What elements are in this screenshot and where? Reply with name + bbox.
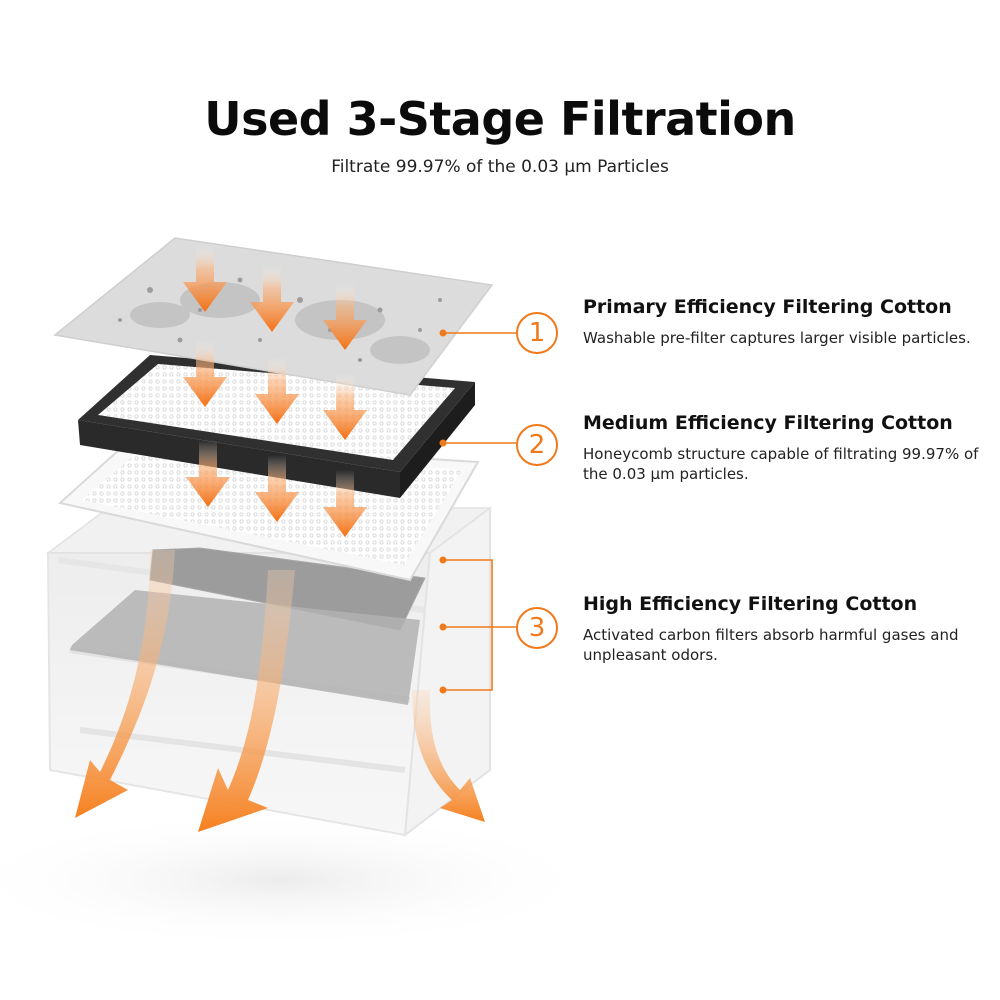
floor-shadow: [0, 810, 610, 950]
stage-1-info: Primary Efficiency Filtering Cotton Wash…: [583, 296, 983, 348]
stage-1-description: Washable pre-filter captures larger visi…: [583, 329, 971, 347]
stage-2-title: Medium Efficiency Filtering Cotton: [583, 412, 953, 434]
stage-2-description: Honeycomb structure capable of filtratin…: [583, 445, 979, 483]
page-title: Used 3-Stage Filtration: [204, 92, 796, 146]
page-subtitle: Filtrate 99.97% of the 0.03 μm Particles: [331, 157, 669, 177]
stage-2-info: Medium Efficiency Filtering Cotton Honey…: [583, 412, 983, 484]
stage-1-title: Primary Efficiency Filtering Cotton: [583, 296, 952, 318]
stage-1-badge: 1: [516, 312, 558, 354]
stage-3-badge: 3: [516, 607, 558, 649]
stage-3-title: High Efficiency Filtering Cotton: [583, 593, 918, 615]
stage-2-badge: 2: [516, 424, 558, 466]
callout-lines: [444, 332, 516, 691]
stage-3-description: Activated carbon filters absorb harmful …: [583, 626, 959, 664]
callout-dots: [439, 329, 447, 694]
stage-3-info: High Efficiency Filtering Cotton Activat…: [583, 593, 983, 665]
outflow-arrows: [75, 550, 485, 832]
airflow-arrows: [183, 245, 367, 537]
